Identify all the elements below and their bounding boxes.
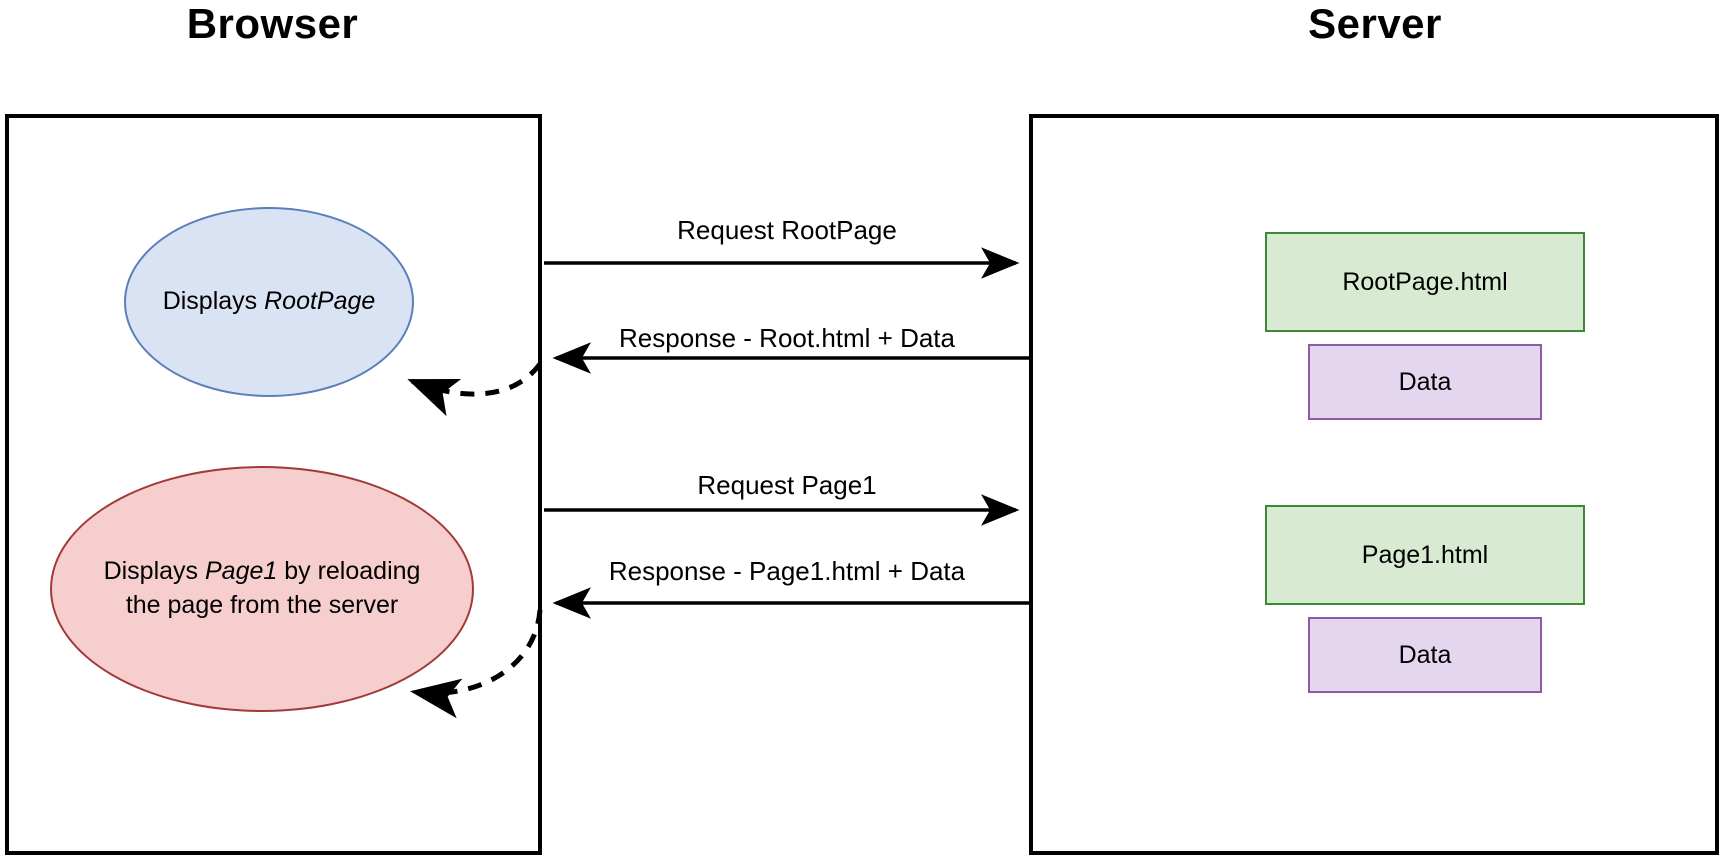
node-page1-html[interactable]: Page1.html — [1265, 505, 1585, 605]
node-displays-page1-line1-prefix: Displays — [103, 557, 205, 586]
message-label-response-rootpage: Response - Root.html + Data — [619, 323, 955, 353]
node-displays-rootpage-prefix: Displays — [162, 287, 265, 316]
node-displays-rootpage[interactable]: Displays RootPage — [124, 207, 414, 397]
message-label-request-page1: Request Page1 — [697, 470, 877, 500]
node-root-data[interactable]: Data — [1308, 344, 1542, 420]
node-rootpage-html[interactable]: RootPage.html — [1265, 232, 1585, 332]
node-displays-page1-line2: the page from the server — [125, 591, 399, 619]
node-displays-page1-line1-emphasis: Page1 — [204, 557, 278, 586]
server-lane-box — [1029, 114, 1719, 855]
node-rootpage-html-label: RootPage.html — [1342, 267, 1508, 296]
node-displays-rootpage-emphasis: RootPage — [264, 287, 376, 316]
node-page1-data-label: Data — [1398, 640, 1452, 669]
node-page1-html-label: Page1.html — [1361, 540, 1489, 569]
node-displays-page1-line1-suffix: by reloading — [277, 557, 421, 586]
message-label-request-rootpage: Request RootPage — [677, 215, 897, 245]
browser-lane-title: Browser — [186, 0, 359, 47]
node-page1-data[interactable]: Data — [1308, 617, 1542, 693]
node-displays-page1-label: Displays Page1 by reloading the page fro… — [86, 555, 439, 623]
server-lane-title: Server — [1308, 0, 1442, 47]
node-displays-rootpage-label: Displays RootPage — [145, 286, 394, 317]
node-root-data-label: Data — [1398, 367, 1452, 396]
node-displays-page1[interactable]: Displays Page1 by reloading the page fro… — [50, 466, 474, 712]
message-label-response-page1: Response - Page1.html + Data — [608, 556, 966, 586]
